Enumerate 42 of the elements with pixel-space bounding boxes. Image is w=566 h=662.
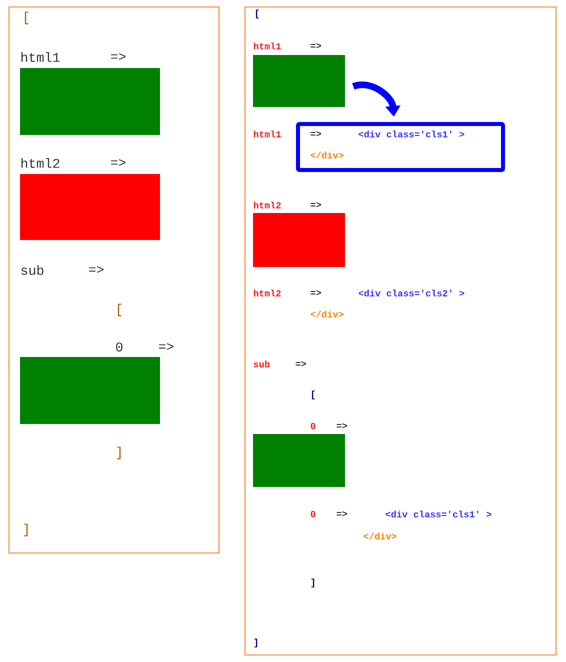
color-block <box>20 357 160 424</box>
code-text: ] <box>254 638 258 648</box>
panel-frame <box>244 6 556 656</box>
code-text: </div> <box>310 310 344 318</box>
code-text: html1 <box>21 52 60 62</box>
code-text: => <box>159 343 174 350</box>
code-text: ] <box>311 578 314 588</box>
code-text: => <box>310 290 321 296</box>
code-text: html2 <box>254 202 281 208</box>
code-text: html2 <box>254 290 281 296</box>
code-text: html1 <box>254 42 281 50</box>
code-text: sub <box>21 265 44 275</box>
code-text: => <box>310 202 321 208</box>
code-text: [ <box>256 10 259 18</box>
code-text: => <box>310 43 321 48</box>
code-text: [ <box>24 12 28 24</box>
code-text: html2 <box>21 158 60 168</box>
code-text: => <box>111 159 126 166</box>
color-block <box>20 68 160 135</box>
code-text: ] <box>24 524 28 536</box>
color-block <box>253 434 345 487</box>
color-block <box>253 55 345 107</box>
code-text: <div class='cls1' > <box>386 510 492 518</box>
code-text: <div class='cls2' > <box>358 290 464 296</box>
code-text: => <box>336 511 347 516</box>
code-text: [ <box>312 390 315 400</box>
panel-frame <box>8 6 220 554</box>
code-text: => <box>296 361 306 366</box>
code-text: ] <box>117 446 121 460</box>
code-text: </div> <box>364 532 396 540</box>
code-text: => <box>336 423 347 428</box>
code-text: 0 <box>310 422 316 430</box>
color-block <box>253 213 345 267</box>
code-text: => <box>89 266 104 273</box>
highlight-box: => <div class='cls1' > </div> <box>296 122 505 172</box>
color-block <box>20 174 160 240</box>
code-text: 0 <box>310 510 316 518</box>
code-text: => <box>111 53 126 60</box>
code-text: html1 <box>254 130 281 138</box>
code-text: 0 <box>116 342 122 352</box>
code-text: [ <box>118 304 122 316</box>
code-text: sub <box>254 360 270 368</box>
